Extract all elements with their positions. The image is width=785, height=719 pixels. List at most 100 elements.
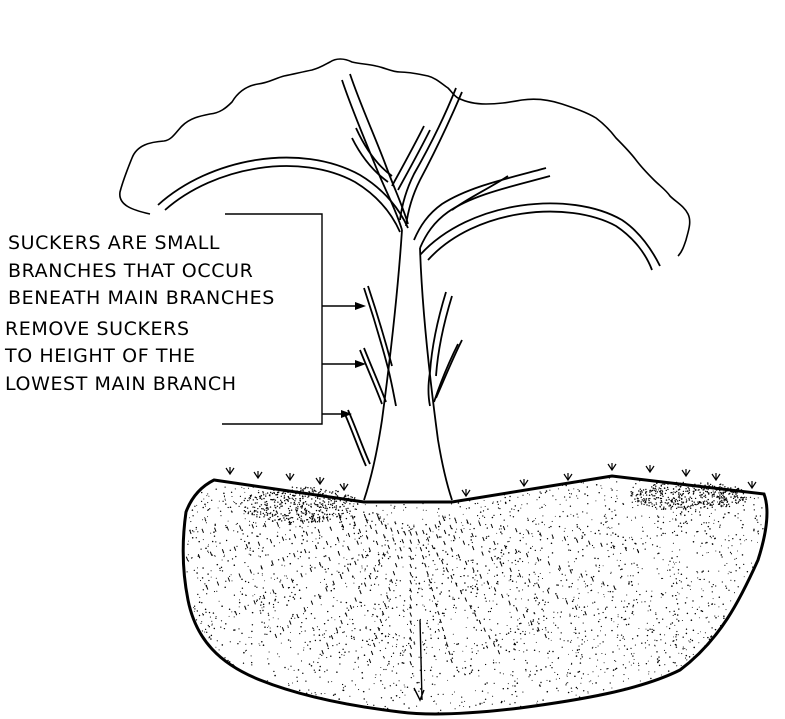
soil-dot [192, 557, 193, 558]
soil-dot [541, 522, 543, 524]
soil-dot [742, 554, 744, 556]
soil-dot [260, 556, 261, 557]
soil-dot [227, 660, 229, 662]
soil-dot [729, 512, 730, 513]
soil-dot [374, 603, 376, 605]
soil-dot [245, 498, 246, 499]
soil-dot [718, 487, 719, 488]
root-dash [585, 611, 587, 615]
soil-dot [621, 634, 622, 635]
soil-dot [248, 542, 250, 544]
soil-dot [397, 639, 398, 640]
soil-dot [351, 636, 352, 637]
soil-dot [442, 559, 443, 560]
soil-dot [386, 608, 387, 609]
soil-dot [264, 580, 265, 581]
soil-dot [526, 611, 527, 612]
soil-dot [400, 595, 401, 596]
soil-dot [711, 603, 713, 605]
soil-dot [587, 606, 588, 607]
soil-dot [318, 514, 319, 515]
soil-dot [605, 514, 606, 515]
soil-dot [228, 507, 229, 508]
soil-dot [721, 554, 723, 556]
soil-dot [417, 592, 418, 593]
soil-dot [623, 619, 625, 621]
soil-dot [524, 634, 526, 636]
soil-dot [268, 613, 269, 614]
soil-dot [459, 705, 460, 706]
soil-dot [692, 640, 694, 642]
soil-dot [692, 505, 693, 506]
soil-dot [415, 555, 416, 556]
soil-dot [649, 517, 650, 518]
soil-dot [408, 643, 409, 644]
soil-dot [464, 661, 465, 662]
root-dash [516, 549, 518, 553]
soil-dot [441, 591, 442, 592]
root-dash [479, 620, 481, 624]
root-dash [227, 527, 229, 531]
soil-dot [666, 499, 667, 500]
soil-dot [617, 645, 618, 646]
soil-dot [355, 650, 356, 651]
soil-dot [491, 630, 492, 631]
soil-dot [488, 611, 489, 612]
soil-dot [256, 599, 258, 601]
soil-dot [312, 517, 314, 519]
soil-dot [299, 633, 300, 634]
soil-dot [731, 491, 732, 492]
soil-dot [647, 630, 649, 632]
soil-dot [347, 495, 348, 496]
soil-dot [219, 542, 220, 543]
soil-dot [326, 657, 327, 658]
soil-dot [323, 507, 324, 508]
soil-dot [529, 494, 530, 495]
soil-dot [651, 596, 653, 598]
soil-dot [365, 578, 366, 579]
soil-dot [224, 587, 226, 589]
soil-dot [578, 617, 579, 618]
soil-dot [469, 529, 470, 530]
soil-dot [293, 504, 294, 505]
soil-dot [685, 488, 686, 489]
soil-dot [297, 510, 298, 511]
soil-dot [433, 701, 434, 702]
soil-dot [555, 625, 556, 626]
soil-dot [492, 517, 494, 519]
soil-dot [365, 628, 366, 629]
soil-dot [308, 493, 309, 494]
soil-dot [250, 550, 251, 551]
soil-dot [667, 489, 668, 490]
soil-dot [200, 580, 201, 581]
soil-dot [542, 629, 543, 630]
soil-dot [677, 500, 678, 501]
soil-dot [730, 496, 731, 497]
soil-dot [281, 565, 282, 566]
soil-dot [604, 596, 605, 597]
soil-dot [569, 497, 570, 498]
soil-dot [622, 544, 623, 545]
soil-dot [438, 638, 439, 639]
soil-dot [528, 562, 529, 563]
soil-dot [380, 516, 381, 517]
soil-dot [336, 507, 337, 508]
soil-dot [375, 638, 376, 639]
soil-dot [526, 607, 527, 608]
soil-dot [321, 512, 322, 513]
soil-dot [675, 483, 676, 484]
soil-dot [601, 488, 602, 489]
soil-dot [299, 589, 301, 591]
soil-dot [239, 641, 240, 642]
soil-dot [638, 572, 640, 574]
soil-dot [585, 586, 586, 587]
soil-dot [685, 602, 687, 604]
soil-dot [686, 499, 687, 500]
soil-dot [487, 647, 488, 648]
soil-dot [715, 629, 717, 631]
soil-dot [736, 492, 737, 493]
soil-dot [295, 498, 296, 499]
soil-dot [512, 580, 514, 582]
soil-dot [483, 510, 484, 511]
soil-dot [598, 570, 600, 572]
